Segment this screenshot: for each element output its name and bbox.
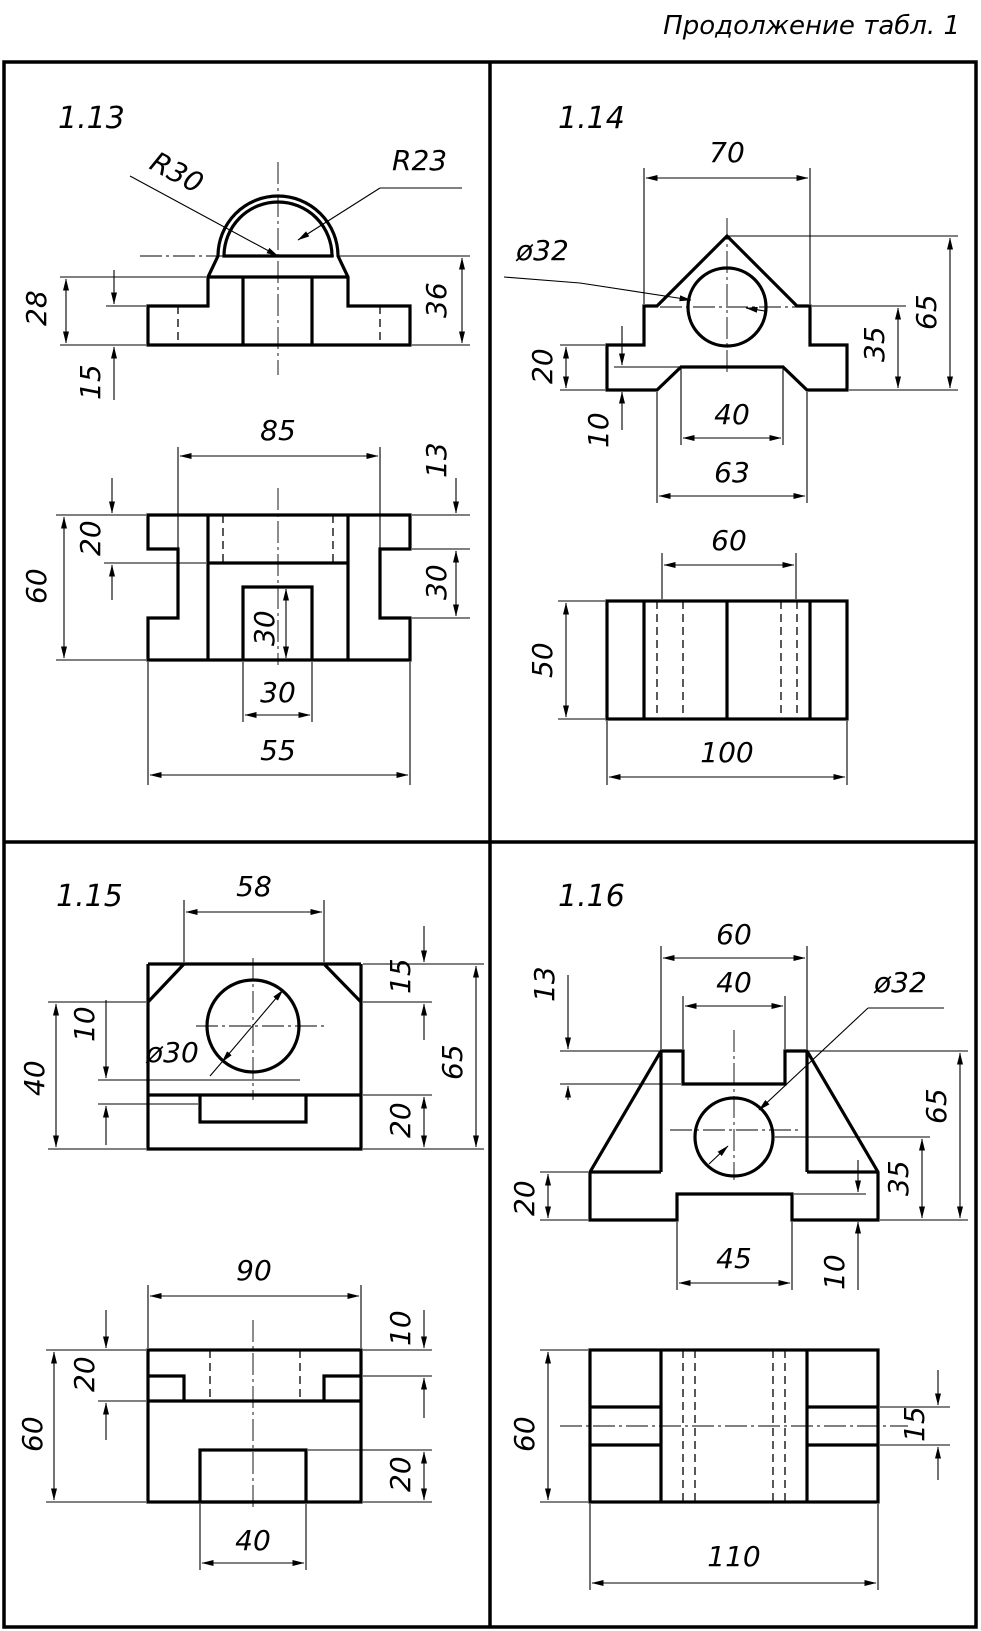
dim-10: 10 [582,412,615,448]
dim-85: 85 [260,414,296,447]
dim-40: 40 [18,1060,51,1096]
dim-60: 60 [716,918,752,951]
sheet-title: Продолжение табл. 1 [663,11,960,41]
front-view: 58 15 65 20 10 40 [18,870,484,1151]
panel-1-16: 1.16 60 40 ø32 [508,879,968,1590]
dim-r23: R23 [392,144,447,177]
dim-20: 20 [384,1102,417,1138]
panel-label: 1.13 [58,101,125,136]
front-view: 60 40 ø32 13 65 35 [508,918,968,1290]
dim-30-bottom: 30 [260,676,296,709]
dim-r30: R30 [145,145,209,200]
dim-dia32: ø32 [873,966,927,999]
dim-20: 20 [526,348,559,384]
dim-30-center: 30 [248,610,281,646]
dim-70: 70 [709,136,745,169]
dim-10: 10 [818,1254,851,1290]
dim-60b: 60 [508,1416,541,1452]
panel-1-15: 1.15 58 15 65 [16,870,484,1570]
top-view: 60 15 110 [508,1348,950,1590]
dim-60: 60 [16,1416,49,1452]
dim-63: 63 [714,456,750,489]
top-view: 85 13 30 20 60 30 [20,414,470,785]
dim-65: 65 [436,1044,469,1080]
panel-label: 1.16 [558,879,625,914]
dim-15: 15 [384,958,417,994]
dim-20: 20 [74,520,107,556]
dim-50: 50 [526,642,559,678]
dim-30-right: 30 [420,564,453,600]
dim-13: 13 [420,442,453,478]
front-view: R30 R23 28 15 36 [20,144,470,400]
dim-58: 58 [236,870,272,903]
dim-dia30: ø30 [145,1036,199,1069]
dim-35: 35 [882,1160,915,1196]
dim-15: 15 [74,364,107,400]
dim-40b: 40 [235,1524,271,1557]
dim-15: 15 [898,1406,931,1442]
dim-45: 45 [716,1242,752,1275]
dim-10b: 10 [384,1310,417,1346]
dim-100: 100 [700,736,753,769]
dim-90: 90 [236,1254,272,1287]
dim-20c: 20 [384,1456,417,1492]
dim-60: 60 [711,524,747,557]
dim-65: 65 [910,294,943,330]
panel-label: 1.15 [56,879,123,914]
dim-20b: 20 [68,1356,101,1392]
dim-dia32: ø32 [515,234,569,267]
panel-1-14: 1.14 70 ø32 65 35 [503,101,958,785]
dim-55: 55 [260,734,296,767]
dim-65: 65 [920,1088,953,1124]
dim-40: 40 [714,398,750,431]
panel-label: 1.14 [558,101,625,136]
dim-40: 40 [716,966,752,999]
front-view: 70 ø32 65 35 20 10 [503,136,958,503]
dim-13: 13 [528,966,561,1002]
dim-20: 20 [508,1180,541,1216]
dim-60: 60 [20,568,53,604]
dim-36: 36 [420,282,453,318]
top-view: 90 10 20 60 20 4 [16,1254,432,1570]
top-view: 60 50 100 [526,524,849,785]
dim-35: 35 [858,326,891,362]
dim-10: 10 [68,1006,101,1042]
dim-28: 28 [20,290,53,326]
dim-110: 110 [707,1540,760,1573]
panel-1-13: 1.13 R30 R23 28 [20,101,470,785]
